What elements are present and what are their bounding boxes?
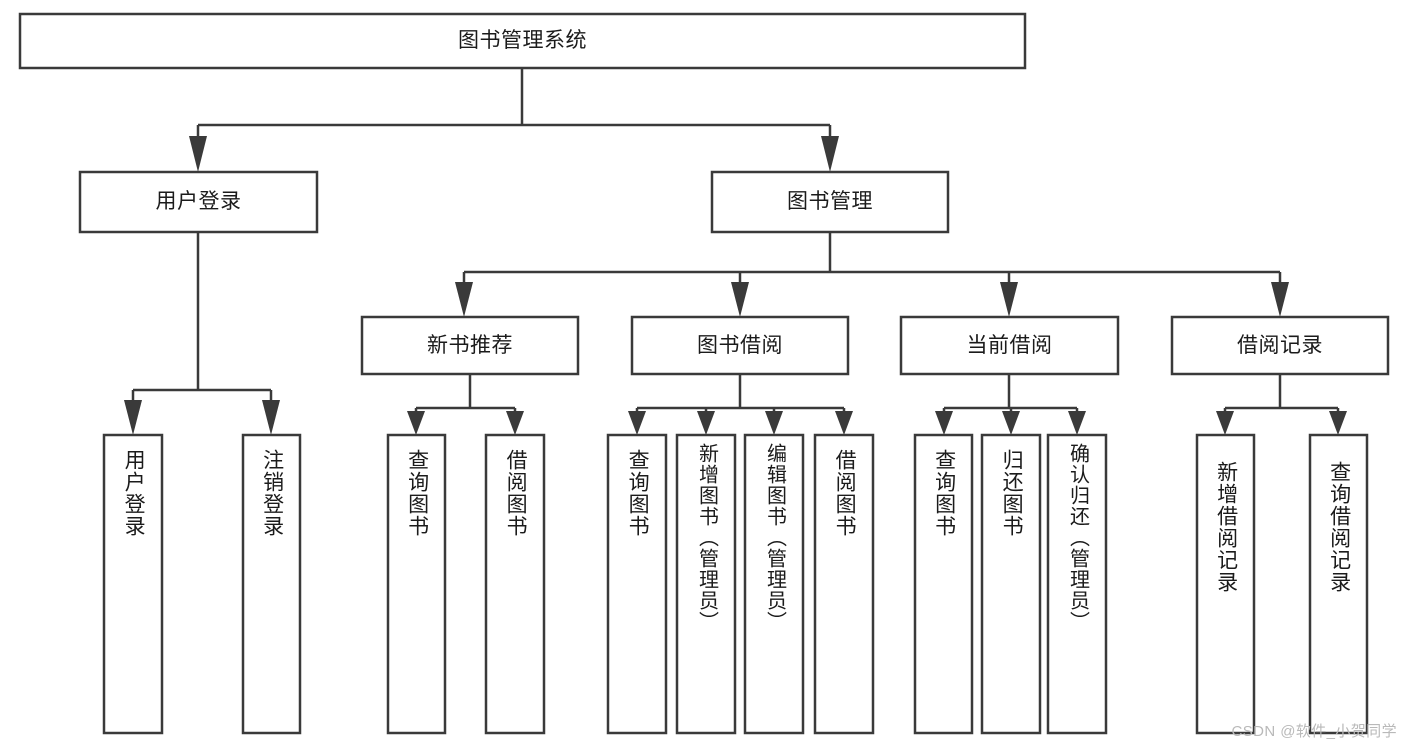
node-box-leaf-add-book[interactable]	[675, 433, 737, 735]
node-box-leaf-borrow-book[interactable]	[813, 433, 875, 735]
node-box-current-borrow[interactable]	[899, 315, 1120, 376]
arrow-head-icon	[1271, 282, 1289, 317]
node-box-leaf-add-record[interactable]	[1195, 433, 1256, 735]
node-box-book-manage[interactable]	[710, 170, 950, 234]
arrow-head-icon	[1002, 411, 1020, 435]
node-box-leaf-query-record[interactable]	[1308, 433, 1369, 735]
arrow-head-icon	[765, 411, 783, 435]
node-box-leaf-query-book-recommend[interactable]	[386, 433, 447, 735]
connector-root-to-level1	[189, 68, 839, 172]
arrow-head-icon	[1000, 282, 1018, 317]
node-box-leaf-logout[interactable]	[241, 433, 302, 735]
arrow-head-icon	[407, 411, 425, 435]
node-box-leaf-user-login[interactable]	[102, 433, 164, 735]
arrow-head-icon	[1329, 411, 1347, 435]
arrow-head-icon	[262, 400, 280, 435]
node-box-leaf-edit-book[interactable]	[743, 433, 805, 735]
node-box-leaf-return-book[interactable]	[980, 433, 1042, 735]
arrow-head-icon	[124, 400, 142, 435]
arrow-head-icon	[731, 282, 749, 317]
node-box-leaf-query-book-borrow[interactable]	[606, 433, 668, 735]
connector-borrowrecord-to-leaves	[1216, 374, 1347, 435]
arrow-head-icon	[935, 411, 953, 435]
connector-currentborrow-to-leaves	[935, 374, 1086, 435]
arrow-head-icon	[697, 411, 715, 435]
node-box-book-borrow[interactable]	[630, 315, 850, 376]
node-box-user-login[interactable]	[78, 170, 319, 234]
node-box-root[interactable]	[18, 12, 1027, 70]
node-box-new-book-recommend[interactable]	[360, 315, 580, 376]
connector-newbook-to-leaves	[407, 374, 524, 435]
arrow-head-icon	[1216, 411, 1234, 435]
arrow-head-icon	[189, 136, 207, 172]
arrow-head-icon	[506, 411, 524, 435]
connector-userlogin-to-leaves	[124, 232, 280, 435]
arrow-head-icon	[628, 411, 646, 435]
arrow-head-icon	[821, 136, 839, 172]
arrow-head-icon	[1068, 411, 1086, 435]
connector-bookborrow-to-leaves	[628, 374, 853, 435]
node-box-leaf-query-book-current[interactable]	[913, 433, 974, 735]
arrow-head-icon	[455, 282, 473, 317]
node-box-borrow-record[interactable]	[1170, 315, 1390, 376]
arrow-head-icon	[835, 411, 853, 435]
node-box-leaf-borrow-book-recommend[interactable]	[484, 433, 546, 735]
node-box-leaf-confirm-return[interactable]	[1046, 433, 1108, 735]
watermark-text: CSDN @软件_小贺同学	[1231, 723, 1397, 740]
connector-bookmanage-to-level2	[455, 232, 1289, 317]
